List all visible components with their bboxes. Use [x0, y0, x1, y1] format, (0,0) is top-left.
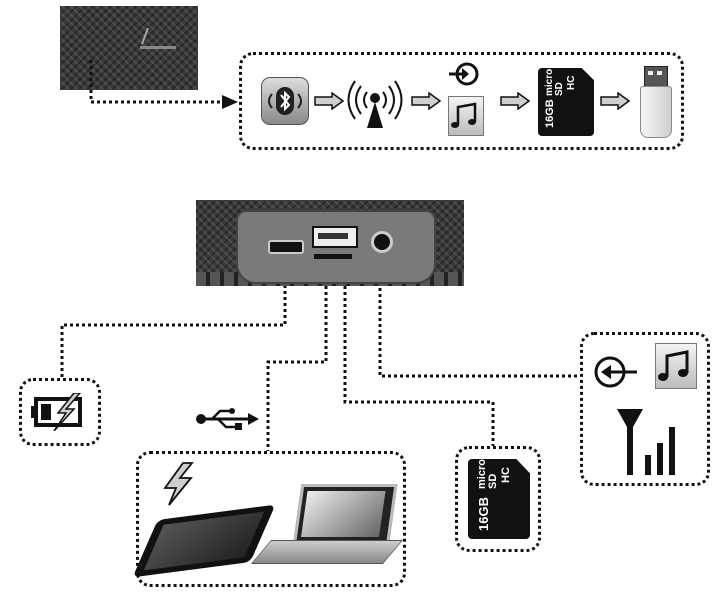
- aux-port: [371, 231, 393, 253]
- speaker-top-view: [60, 6, 198, 90]
- flow-arrow-1: [314, 92, 344, 110]
- micro-sd-slot: [314, 254, 352, 259]
- music-note-icon: [448, 96, 484, 136]
- usb-drive-icon: [640, 66, 672, 138]
- speaker-button-line: [140, 46, 176, 49]
- sd-class: SD: [554, 82, 565, 96]
- battery-charging-icon: [31, 393, 82, 431]
- micro-sd-box: micro SD HC 16GB: [455, 446, 541, 552]
- laptop-device: [292, 484, 398, 548]
- connector-top-arrowhead: [222, 95, 238, 109]
- micro-sd-card-large-icon: micro SD HC 16GB: [468, 459, 530, 539]
- sd-class-large: SD: [487, 473, 499, 489]
- charging-box: [19, 378, 101, 446]
- flow-arrow-4: [600, 92, 630, 110]
- connector-usb: [266, 250, 328, 452]
- sd-type: HC: [566, 75, 577, 90]
- usb-devices-box: [132, 451, 406, 587]
- tablet-device: [132, 504, 276, 578]
- flow-arrow-2: [411, 92, 441, 110]
- aux-in-arrow-icon: [594, 356, 637, 388]
- signal-strength-icon: [617, 409, 675, 475]
- flow-arrow-3: [500, 92, 530, 110]
- bluetooth-icon: [261, 77, 309, 125]
- connector-top: [89, 60, 222, 104]
- aux-box: [580, 332, 710, 486]
- connector-sd: [343, 262, 495, 448]
- micro-usb-port: [268, 240, 304, 254]
- connector-aux: [378, 252, 582, 378]
- aux-input-icon: [449, 62, 479, 86]
- sd-capacity: 16GB: [544, 99, 556, 128]
- sd-capacity-large: 16GB: [476, 497, 491, 531]
- usb-symbol-icon: [196, 408, 259, 430]
- usb-a-port: [312, 226, 358, 248]
- micro-sd-card-icon: micro SD HC 16GB: [538, 68, 594, 136]
- radio-antenna-icon: [347, 80, 403, 128]
- connector-charge: [60, 255, 287, 378]
- laptop-keyboard: [250, 540, 404, 564]
- aux-music-note-icon: [655, 343, 697, 389]
- sd-type-large: HC: [500, 467, 512, 483]
- lightning-bolt-icon: [163, 462, 194, 506]
